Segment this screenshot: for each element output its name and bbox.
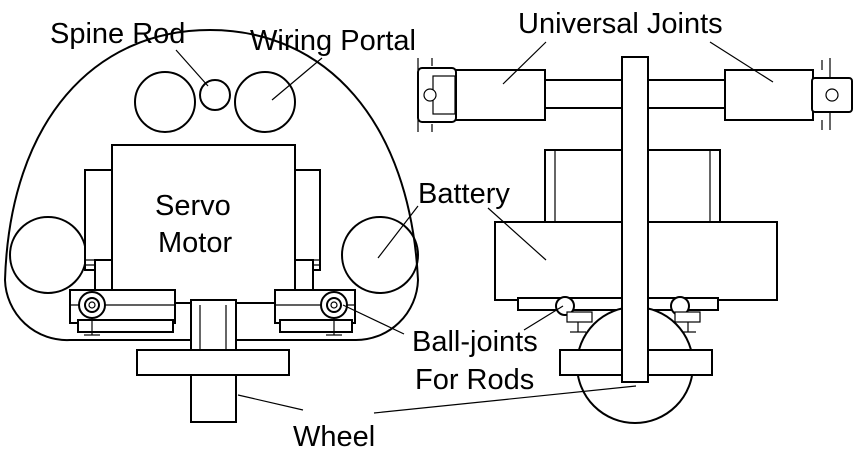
label-wiring-portal: Wiring Portal	[250, 25, 416, 57]
universal-joints-leader-right	[709, 41, 774, 83]
label-battery: Battery	[418, 178, 510, 210]
front-view	[3, 28, 420, 423]
leader-lines	[175, 41, 774, 414]
label-wheel: Wheel	[293, 421, 375, 453]
left-side-roller	[9, 216, 87, 294]
label-for-rods: For Rods	[415, 364, 534, 396]
side-ball-joints	[555, 296, 701, 333]
right-universal-joint	[724, 58, 853, 130]
servo-motor	[111, 144, 296, 304]
wheel-leader-right	[373, 385, 637, 414]
body-outline	[3, 28, 420, 342]
battery-leader-right	[487, 207, 547, 261]
left-universal-joint	[417, 58, 546, 132]
ball-joints-leader-right	[523, 305, 564, 331]
label-universal-joints: Universal Joints	[518, 8, 723, 40]
wiring-portal-leader	[271, 57, 323, 101]
wiring-portal-hole	[234, 71, 296, 133]
vertical-spine-rod	[621, 56, 649, 383]
labels: Spine Rod Wiring Portal Universal Joints…	[50, 8, 723, 453]
universal-joints-leader-left	[502, 41, 547, 85]
label-ball-joints: Ball-joints	[412, 326, 538, 358]
wheel-leader-left	[237, 394, 304, 411]
battery-leader-left	[377, 205, 419, 259]
label-motor: Motor	[158, 227, 232, 259]
right-side-roller	[341, 216, 419, 294]
right-ball-joint-bracket	[274, 289, 356, 336]
label-servo: Servo	[155, 190, 231, 222]
left-rod-hole	[134, 71, 196, 133]
ball-joints-leader-left	[342, 304, 405, 335]
bottom-plate	[136, 349, 290, 376]
spine-rod-hole	[199, 79, 231, 111]
label-spine-rod: Spine Rod	[50, 18, 185, 50]
spine-rod-leader	[175, 49, 209, 87]
side-view	[417, 56, 853, 424]
left-ball-joint-bracket	[69, 289, 176, 336]
